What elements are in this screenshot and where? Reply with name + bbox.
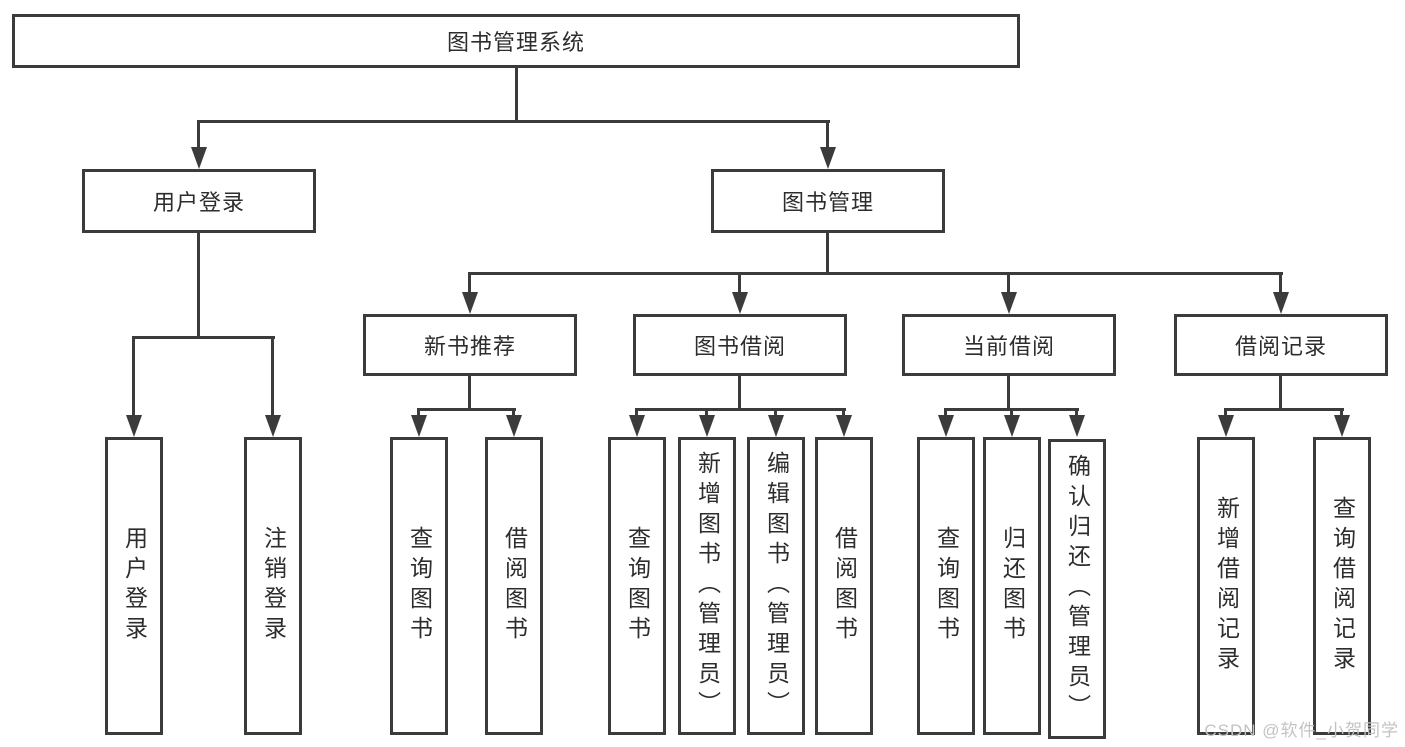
connector-book-borrowing-drop-3 [842,408,845,419]
connector-book-management-arrowhead-3 [1273,292,1289,314]
connector-user-login-bar [132,336,275,339]
connector-user-login-arrowhead-1 [265,415,281,437]
connector-book-borrowing-arrowhead-3 [836,415,852,437]
node-records-query-record: 查询借阅记录 [1313,437,1371,735]
node-recommend-query-books: 查询图书 [390,437,448,735]
connector-book-management-drop-0 [468,272,471,296]
connector-root-bar [197,120,830,123]
node-borrow-records: 借阅记录 [1174,314,1388,376]
connector-new-book-recommend-arrowhead-0 [411,415,427,437]
node-borrowing-borrow-books: 借阅图书 [815,437,873,735]
connector-user-login-drop-1 [271,336,274,419]
connector-book-management-arrowhead-2 [1001,292,1017,314]
connector-book-borrowing-arrowhead-1 [699,415,715,437]
connector-current-borrowing-drop-2 [1075,408,1078,419]
node-book-borrowing: 图书借阅 [633,314,847,376]
node-current-confirm-return-admin: 确认归还（管理员） [1048,439,1106,739]
csdn-watermark: CSDN @软件_小贺同学 [1204,721,1399,740]
connector-new-book-recommend-stub [468,376,471,411]
node-borrowing-add-books-admin: 新增图书（管理员） [678,437,736,735]
connector-book-management-stub [826,233,829,275]
connector-borrow-records-drop-0 [1224,408,1227,419]
connector-current-borrowing-drop-0 [944,408,947,419]
connector-book-management-drop-1 [738,272,741,296]
connector-root-arrowhead-0 [191,147,207,169]
connector-book-borrowing-drop-1 [705,408,708,419]
connector-new-book-recommend-bar [417,408,516,411]
connector-current-borrowing-arrowhead-2 [1069,415,1085,437]
connector-user-login-stub [197,233,200,339]
connector-root-arrowhead-1 [820,147,836,169]
connector-book-management-arrowhead-1 [732,292,748,314]
node-library-system: 图书管理系统 [12,14,1020,68]
connector-book-borrowing-arrowhead-2 [768,415,784,437]
connector-new-book-recommend-drop-0 [417,408,420,419]
connector-book-management-arrowhead-0 [462,292,478,314]
node-current-return-books: 归还图书 [983,437,1041,735]
node-borrowing-query-books: 查询图书 [608,437,666,735]
connector-book-borrowing-drop-2 [774,408,777,419]
connector-root-stub [515,68,518,123]
node-current-query-books: 查询图书 [917,437,975,735]
node-user-login: 用户登录 [82,169,316,233]
node-new-book-recommend: 新书推荐 [363,314,577,376]
connector-user-login-arrowhead-0 [126,415,142,437]
node-recommend-borrow-books: 借阅图书 [485,437,543,735]
node-logout: 注销登录 [244,437,302,735]
connector-book-borrowing-bar [635,408,846,411]
node-records-add-record: 新增借阅记录 [1197,437,1255,735]
connector-book-management-drop-3 [1279,272,1282,296]
connector-borrow-records-stub [1279,376,1282,411]
connector-root-drop-0 [197,120,200,151]
connector-current-borrowing-arrowhead-0 [938,415,954,437]
connector-current-borrowing-arrowhead-1 [1004,415,1020,437]
node-book-management: 图书管理 [711,169,945,233]
connector-borrow-records-arrowhead-0 [1218,415,1234,437]
connector-book-borrowing-drop-0 [635,408,638,419]
connector-book-management-bar [468,272,1283,275]
connector-borrow-records-arrowhead-1 [1334,415,1350,437]
connector-current-borrowing-drop-1 [1010,408,1013,419]
connector-book-management-drop-2 [1007,272,1010,296]
connector-new-book-recommend-drop-1 [512,408,515,419]
connector-root-drop-1 [826,120,829,151]
node-borrowing-edit-books-admin: 编辑图书（管理员） [747,437,805,735]
connector-borrow-records-bar [1224,408,1344,411]
connector-user-login-drop-0 [132,336,135,419]
node-current-borrowing: 当前借阅 [902,314,1116,376]
connector-current-borrowing-stub [1007,376,1010,411]
connector-book-borrowing-arrowhead-0 [629,415,645,437]
connector-borrow-records-drop-1 [1340,408,1343,419]
connector-book-borrowing-stub [738,376,741,411]
node-user-login-leaf: 用户登录 [105,437,163,735]
connector-new-book-recommend-arrowhead-1 [506,415,522,437]
